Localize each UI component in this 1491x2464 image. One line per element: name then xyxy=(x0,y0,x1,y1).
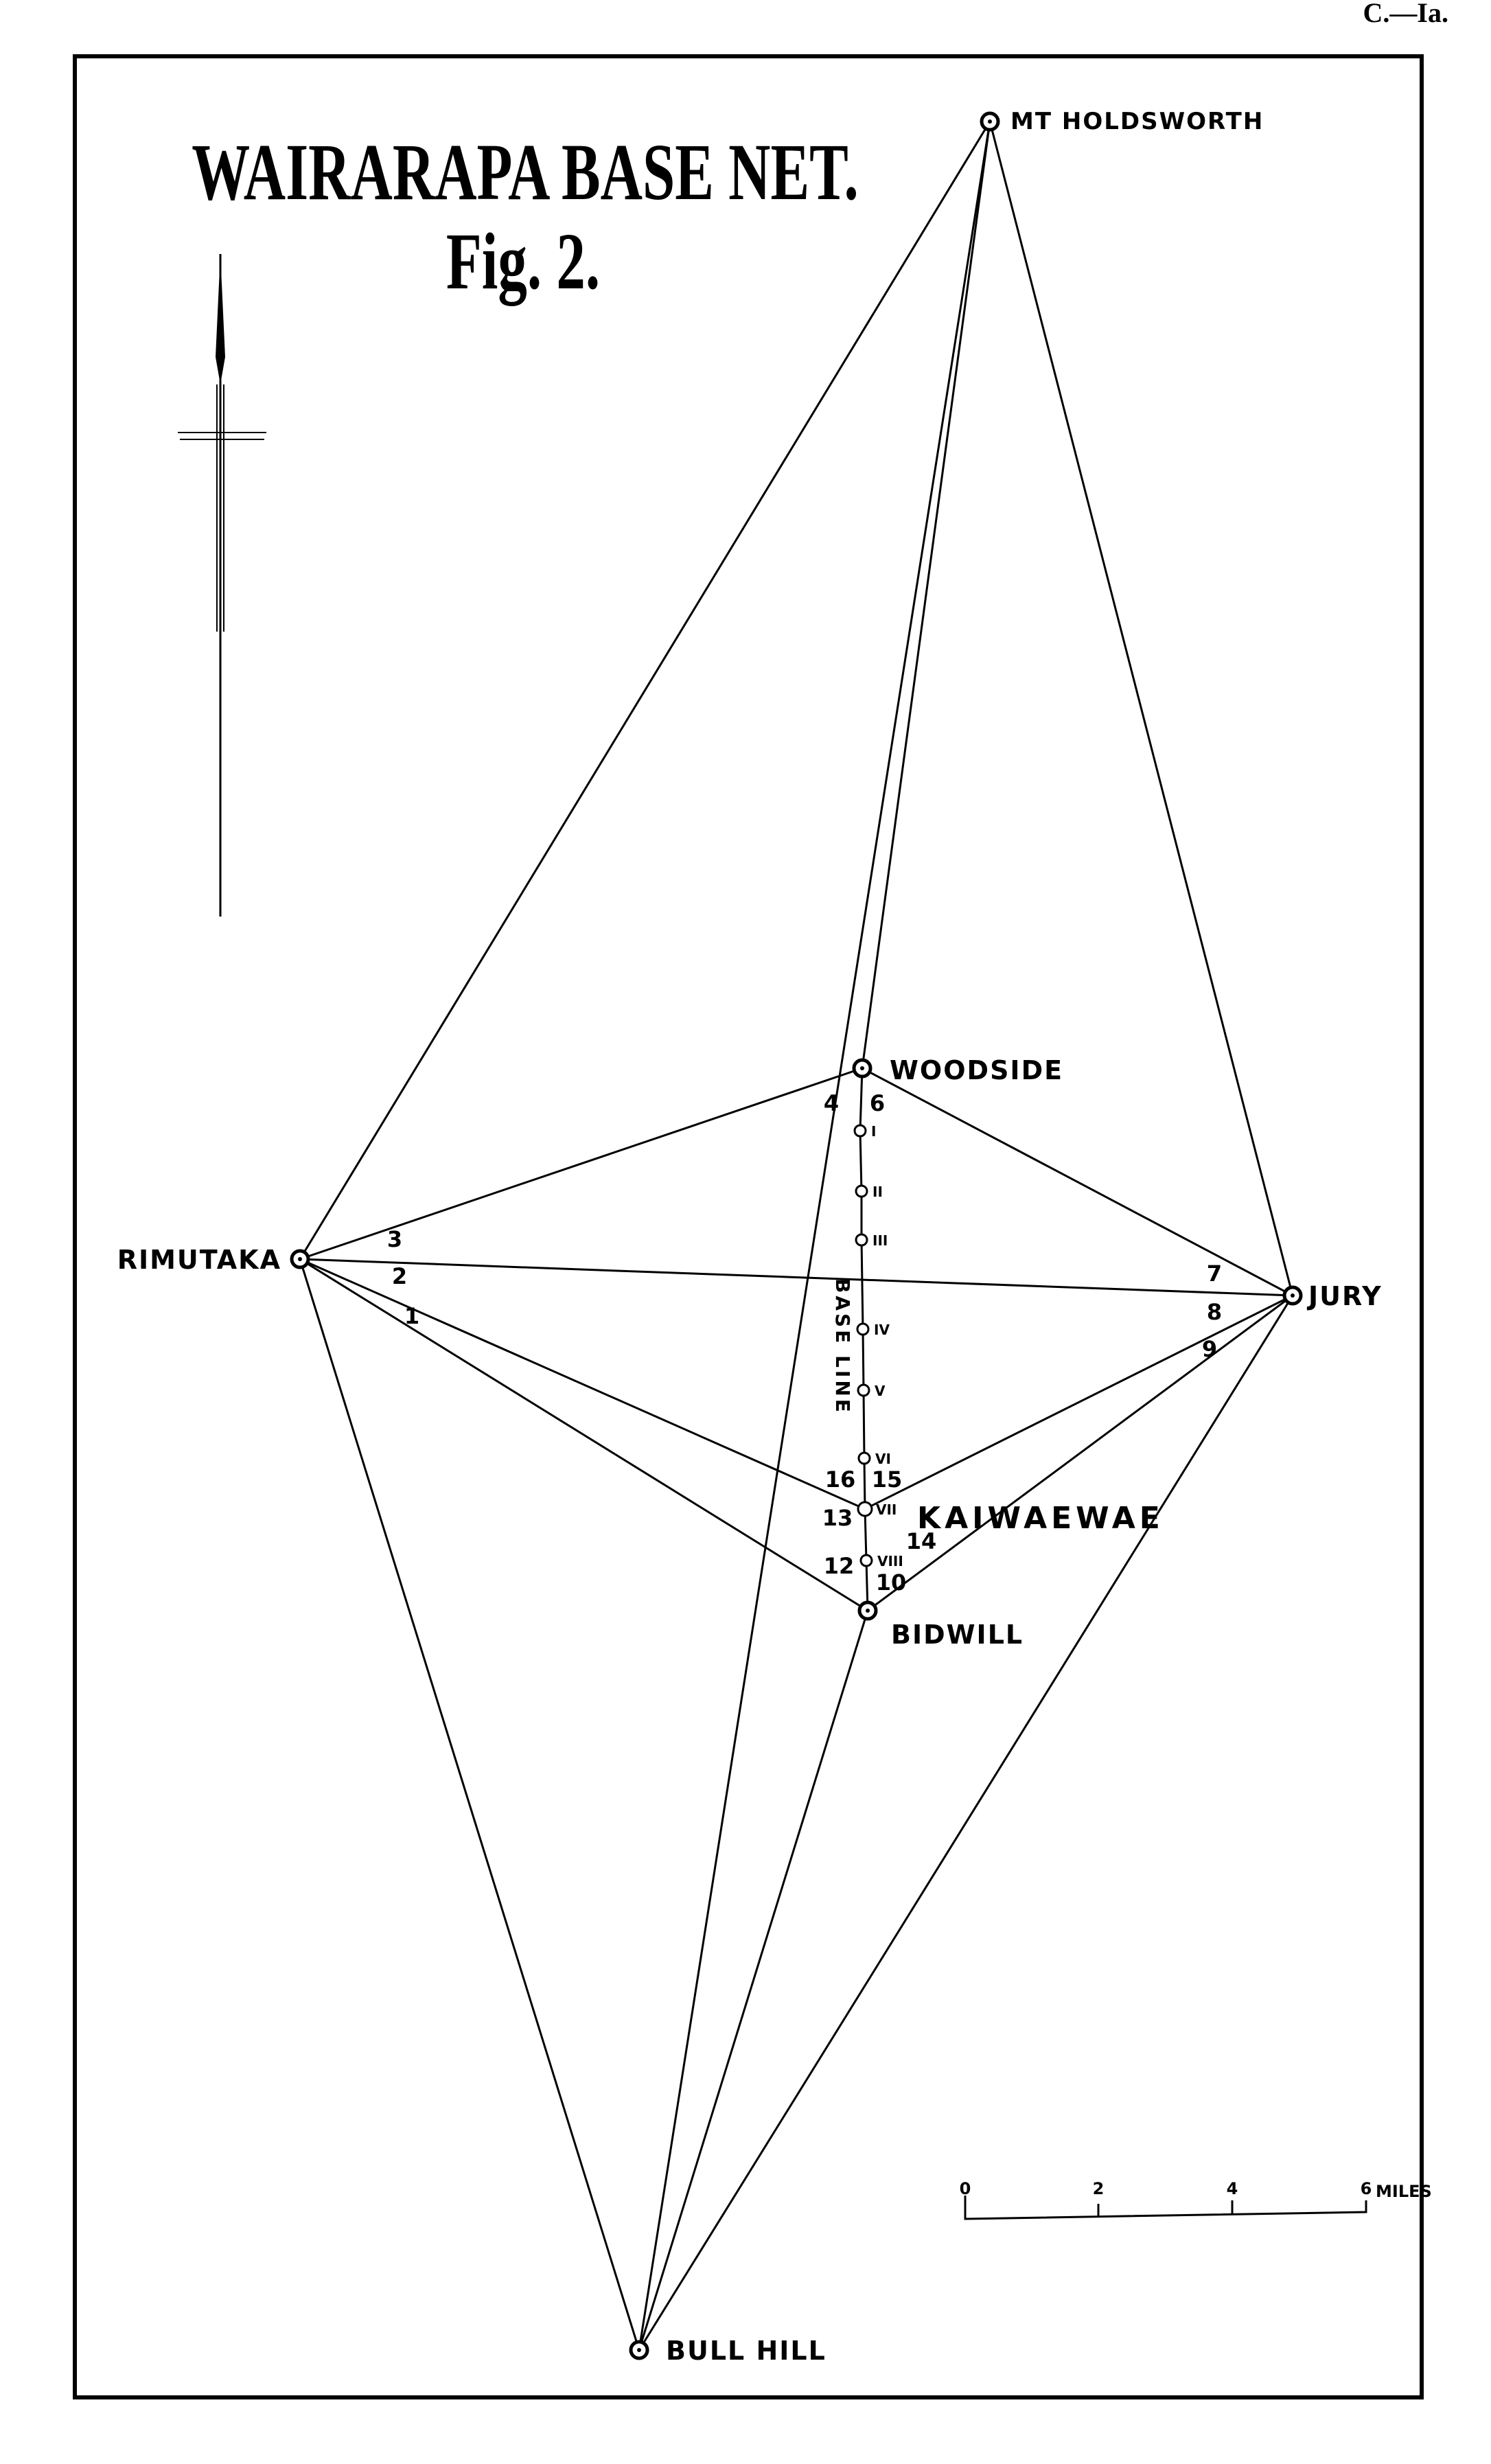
base-point-label: IV xyxy=(874,1322,890,1338)
angle-number: 10 xyxy=(876,1569,907,1596)
angle-number: 16 xyxy=(825,1466,856,1493)
angle-number: 15 xyxy=(872,1466,903,1493)
base-point-label: III xyxy=(872,1232,888,1249)
stations: MT HOLDSWORTH WOODSIDE RIMUTAKA JURY KAIWAEW… xyxy=(117,108,1383,2366)
base-point-label: VI xyxy=(875,1451,891,1467)
angle-number: 6 xyxy=(870,1090,885,1116)
sight-line-rimutaka-bullhill xyxy=(299,1258,640,2351)
station-label-rimutaka: RIMUTAKA xyxy=(117,1245,281,1275)
base-point-label: VII xyxy=(876,1501,897,1518)
angle-number: 7 xyxy=(1207,1260,1222,1287)
scale-unit: MILES xyxy=(1376,2182,1432,2201)
station-label-bullhill: BULL HILL xyxy=(666,2336,827,2366)
sight-line-rimutaka-jury xyxy=(299,1258,1293,1297)
scale-tick-label: 4 xyxy=(1227,2179,1238,2198)
scale-tick-label: 6 xyxy=(1361,2179,1372,2198)
sight-line-rimutaka-woodside xyxy=(299,1067,863,1260)
sight-line-holdsworth-woodside xyxy=(861,121,991,1069)
angle-number: 1 xyxy=(404,1303,419,1329)
sight-line-holdsworth-bullhill xyxy=(638,121,991,2351)
scale-tick-label: 0 xyxy=(960,2179,971,2198)
base-line-label: BASE LINE xyxy=(831,1278,854,1415)
scale-bar: 0 2 4 6 MILES xyxy=(960,2179,1432,2220)
sight-line-jury-bidwill xyxy=(867,1294,1293,1612)
base-point-marker xyxy=(859,1554,873,1567)
sight-line-rimutaka-kaiwaewae xyxy=(299,1258,866,1510)
angle-number: 14 xyxy=(906,1528,937,1554)
angle-number: 13 xyxy=(822,1505,853,1531)
sight-line-jury-bullhill xyxy=(638,1295,1294,2351)
base-point-marker xyxy=(853,1124,867,1138)
base-point-marker xyxy=(857,1501,873,1517)
sight-line-holdsworth-rimutaka xyxy=(299,121,991,1260)
base-point-marker xyxy=(857,1383,870,1397)
figure-number: Fig. 2. xyxy=(446,217,600,307)
base-point-marker xyxy=(856,1322,870,1336)
base-point-marker xyxy=(857,1451,871,1465)
base-point-label: II xyxy=(872,1184,883,1200)
base-point-marker xyxy=(855,1184,868,1198)
sight-line-jury-kaiwaewae xyxy=(864,1294,1293,1510)
angle-number: 4 xyxy=(824,1090,839,1116)
angle-number: 2 xyxy=(392,1263,407,1289)
base-point-marker xyxy=(855,1233,868,1247)
map-title: WAIRARAPA BASE NET. xyxy=(192,128,859,218)
north-arrow-icon xyxy=(178,254,266,917)
sight-line-holdsworth-jury xyxy=(989,121,1294,1296)
station-label-kaiwaewae: KAIWAEWAE xyxy=(917,1501,1164,1536)
sight-line-rimutaka-bidwill xyxy=(299,1258,868,1612)
station-label-bidwill: BIDWILL xyxy=(891,1620,1024,1650)
base-point-label: V xyxy=(875,1383,886,1399)
station-label-holdsworth: MT HOLDSWORTH xyxy=(1010,108,1264,135)
station-label-woodside: WOODSIDE xyxy=(890,1055,1063,1085)
sight-line-jury-woodside xyxy=(862,1067,1293,1297)
angle-number: 8 xyxy=(1207,1299,1222,1325)
base-point-label: VIII xyxy=(877,1553,903,1569)
angle-number: 9 xyxy=(1202,1336,1217,1362)
base-point-label: I xyxy=(871,1123,876,1140)
angle-number: 12 xyxy=(824,1553,855,1579)
page-reference: C.—Ia. xyxy=(1363,0,1448,28)
triangulation-lines xyxy=(299,121,1294,2351)
scale-tick-label: 2 xyxy=(1093,2179,1105,2198)
angle-number: 3 xyxy=(387,1226,402,1252)
map-border xyxy=(73,54,1424,2399)
sight-line-bidwill-bullhill xyxy=(638,1610,869,2351)
station-label-jury: JURY xyxy=(1306,1281,1383,1311)
